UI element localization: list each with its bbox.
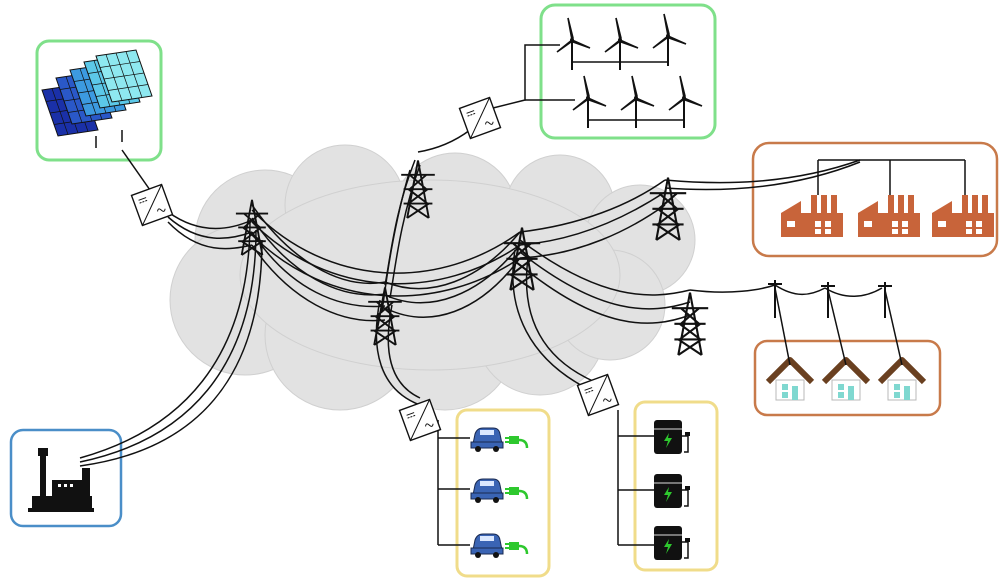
- solar-panel-icon: [41, 49, 153, 148]
- wind-farm-box[interactable]: [539, 3, 717, 140]
- factory-chimney-icon: [28, 448, 94, 512]
- houses-box[interactable]: [753, 339, 942, 417]
- transmission-lines: [79, 44, 966, 546]
- wind-turbine-icon: [556, 13, 703, 129]
- grid-cloud-shape: [169, 144, 696, 411]
- utility-pole-icon: [768, 280, 892, 318]
